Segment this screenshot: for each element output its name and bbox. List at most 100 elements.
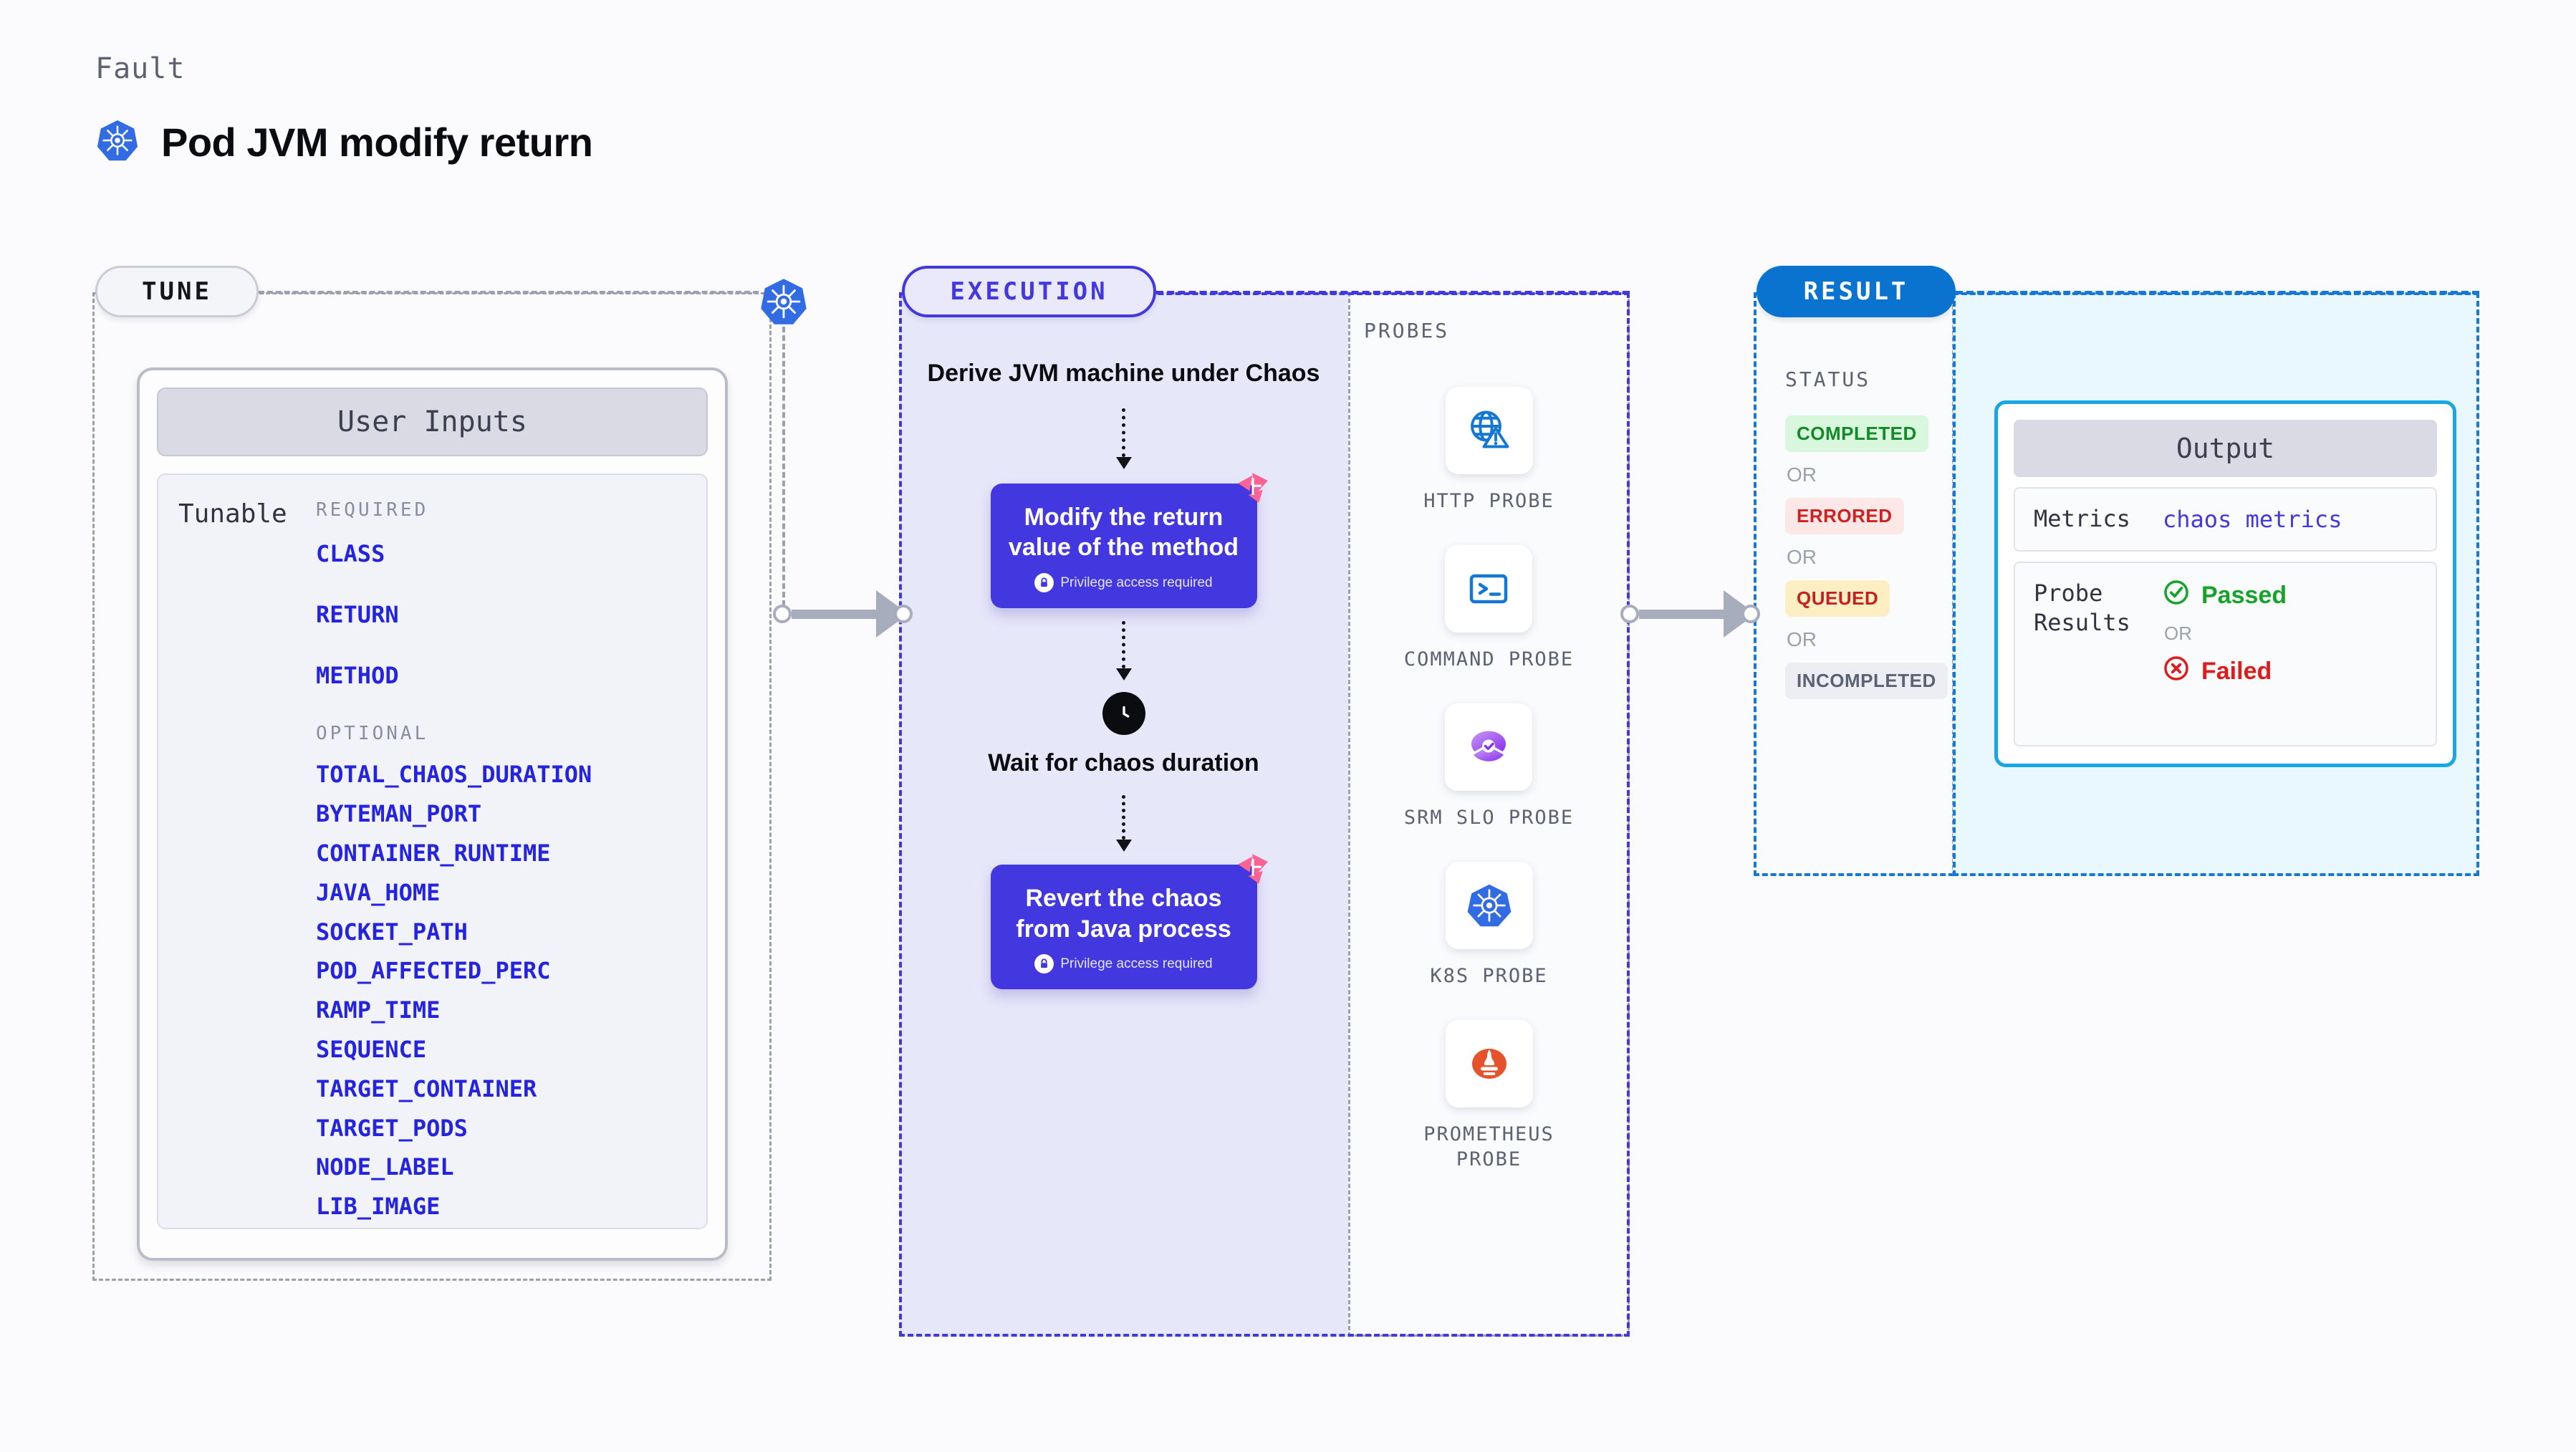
- probes-list: HTTP PROBE COMMAND PROBE: [1348, 387, 1630, 1204]
- param-target-pods[interactable]: TARGET_PODS: [316, 1114, 468, 1142]
- probe-results-values: Passed OR Failed: [2163, 579, 2287, 688]
- optional-group-title: OPTIONAL: [316, 723, 429, 745]
- status-badge-incompleted: INCOMPLETED: [1785, 663, 1948, 699]
- execution-step-derive: Derive JVM machine under Chaos: [927, 360, 1320, 387]
- srm-slo-icon: [1445, 703, 1533, 792]
- execution-card-title: Revert the chaos from Java process: [1016, 884, 1231, 943]
- output-card: Output Metrics chaos metrics Probe Resul…: [1994, 400, 2456, 767]
- status-badge-errored: ERRORED: [1785, 498, 1904, 534]
- privilege-note: Privilege access required: [1005, 954, 1243, 974]
- tune-hanger-dashed-line: [782, 327, 785, 606]
- status-badge-completed: COMPLETED: [1785, 415, 1928, 452]
- param-class[interactable]: CLASS: [316, 540, 385, 567]
- param-target-container[interactable]: TARGET_CONTAINER: [316, 1074, 537, 1102]
- probe-item-srm-slo[interactable]: SRM SLO PROBE: [1404, 703, 1574, 830]
- connector-end-dot: [894, 605, 913, 623]
- execution-flow: Derive JVM machine under Chaos Modify th…: [899, 358, 1348, 990]
- probe-item-prometheus[interactable]: PROMETHEUS PROBE: [1396, 1020, 1582, 1172]
- execution-card-title: Modify the return value of the method: [1008, 503, 1239, 562]
- metrics-key: Metrics: [2034, 505, 2130, 532]
- param-java-home[interactable]: JAVA_HOME: [316, 878, 441, 906]
- connector-tune-to-execution: [773, 590, 913, 638]
- privilege-note-text: Privilege access required: [1060, 574, 1213, 590]
- terminal-icon: [1445, 545, 1533, 633]
- output-card-title: Output: [2014, 420, 2437, 477]
- tune-kubernetes-badge: [759, 277, 809, 330]
- probe-item-http[interactable]: HTTP PROBE: [1423, 387, 1554, 514]
- tune-pill[interactable]: TUNE: [95, 266, 259, 317]
- result-leader-line: [1956, 291, 2479, 294]
- user-inputs-card: User Inputs Tunable REQUIRED CLASS RETUR…: [137, 367, 728, 1261]
- probe-results-key: Probe Results: [2034, 579, 2130, 637]
- tunable-label: Tunable: [178, 499, 287, 529]
- globe-warning-icon: [1445, 387, 1533, 474]
- param-ramp-time[interactable]: RAMP_TIME: [316, 996, 441, 1024]
- connector-execution-to-result: [1620, 590, 1760, 638]
- tunable-box: Tunable REQUIRED CLASS RETURN METHOD OPT…: [157, 473, 708, 1229]
- execution-step-wait: Wait for chaos duration: [988, 749, 1259, 777]
- clock-icon: [1102, 692, 1145, 736]
- status-or-3: OR: [1787, 628, 1817, 650]
- user-inputs-title: User Inputs: [157, 388, 708, 456]
- execution-arrow-2: [1115, 621, 1132, 681]
- litmuschaos-icon: [1233, 847, 1274, 889]
- execution-pill[interactable]: EXECUTION: [902, 266, 1156, 317]
- lock-icon: [1034, 573, 1054, 593]
- prometheus-icon: [1445, 1020, 1533, 1108]
- status-badge-queued: QUEUED: [1785, 580, 1890, 617]
- probe-label: K8S PROBE: [1430, 965, 1548, 988]
- output-row-probe-results: Probe Results Passed OR: [2014, 561, 2437, 746]
- lock-icon: [1034, 954, 1054, 974]
- litmuschaos-icon: [1233, 466, 1274, 508]
- param-return[interactable]: RETURN: [316, 600, 399, 628]
- param-byteman-port[interactable]: BYTEMAN_PORT: [316, 800, 482, 828]
- fault-eyebrow-label: Fault: [95, 52, 186, 85]
- output-row-metrics: Metrics chaos metrics: [2014, 487, 2437, 552]
- param-node-label[interactable]: NODE_LABEL: [316, 1153, 454, 1181]
- execution-arrow-3: [1115, 794, 1132, 852]
- param-total-chaos-duration[interactable]: TOTAL_CHAOS_DURATION: [316, 761, 592, 789]
- parameter-column: REQUIRED CLASS RETURN METHOD OPTIONAL TO…: [316, 499, 706, 1228]
- param-socket-path[interactable]: SOCKET_PATH: [316, 918, 468, 946]
- kubernetes-icon: [95, 118, 140, 166]
- probes-title: PROBES: [1364, 319, 1450, 342]
- connector-start-dot: [773, 605, 792, 623]
- status-stack: COMPLETED OR ERRORED OR QUEUED OR INCOMP…: [1785, 415, 1957, 699]
- fault-title-row: Pod JVM modify return: [95, 118, 593, 166]
- connector-line: [1639, 609, 1725, 619]
- passed-label: Passed: [2201, 581, 2287, 609]
- check-circle-icon: [2163, 579, 2190, 612]
- param-lib-image[interactable]: LIB_IMAGE: [316, 1193, 441, 1221]
- privilege-note-text: Privilege access required: [1060, 956, 1213, 971]
- probe-label: PROMETHEUS PROBE: [1423, 1123, 1554, 1171]
- status-or-1: OR: [1787, 463, 1817, 486]
- result-pill[interactable]: RESULT: [1756, 266, 1956, 317]
- kubernetes-icon: [1445, 862, 1533, 950]
- param-container-runtime[interactable]: CONTAINER_RUNTIME: [316, 839, 551, 867]
- privilege-note: Privilege access required: [1005, 573, 1243, 593]
- connector-end-dot: [1741, 605, 1760, 623]
- param-method[interactable]: METHOD: [316, 661, 399, 689]
- probe-result-passed: Passed: [2163, 579, 2287, 612]
- metrics-value[interactable]: chaos metrics: [2163, 505, 2342, 533]
- required-group-title: REQUIRED: [316, 499, 429, 521]
- probe-item-command[interactable]: COMMAND PROBE: [1404, 545, 1574, 672]
- probe-label: COMMAND PROBE: [1403, 648, 1575, 671]
- param-pod-affected-perc[interactable]: POD_AFFECTED_PERC: [316, 957, 551, 985]
- param-sequence[interactable]: SEQUENCE: [316, 1035, 427, 1063]
- probe-item-k8s[interactable]: K8S PROBE: [1430, 862, 1547, 989]
- execution-leader-line: [1156, 291, 1630, 294]
- execution-arrow-1: [1115, 408, 1132, 469]
- probe-result-or: OR: [2164, 622, 2192, 644]
- failed-label: Failed: [2201, 657, 2272, 685]
- probe-label: SRM SLO PROBE: [1403, 807, 1575, 830]
- tune-leader-line: [259, 291, 759, 294]
- probe-result-failed: Failed: [2163, 655, 2287, 688]
- execution-card-revert-chaos[interactable]: Revert the chaos from Java process Privi…: [990, 853, 1268, 990]
- execution-card-modify-return[interactable]: Modify the return value of the method Pr…: [990, 472, 1268, 609]
- status-title: STATUS: [1785, 367, 1871, 391]
- probe-label: HTTP PROBE: [1423, 490, 1554, 512]
- connector-line: [792, 609, 878, 619]
- page-title: Pod JVM modify return: [161, 120, 593, 165]
